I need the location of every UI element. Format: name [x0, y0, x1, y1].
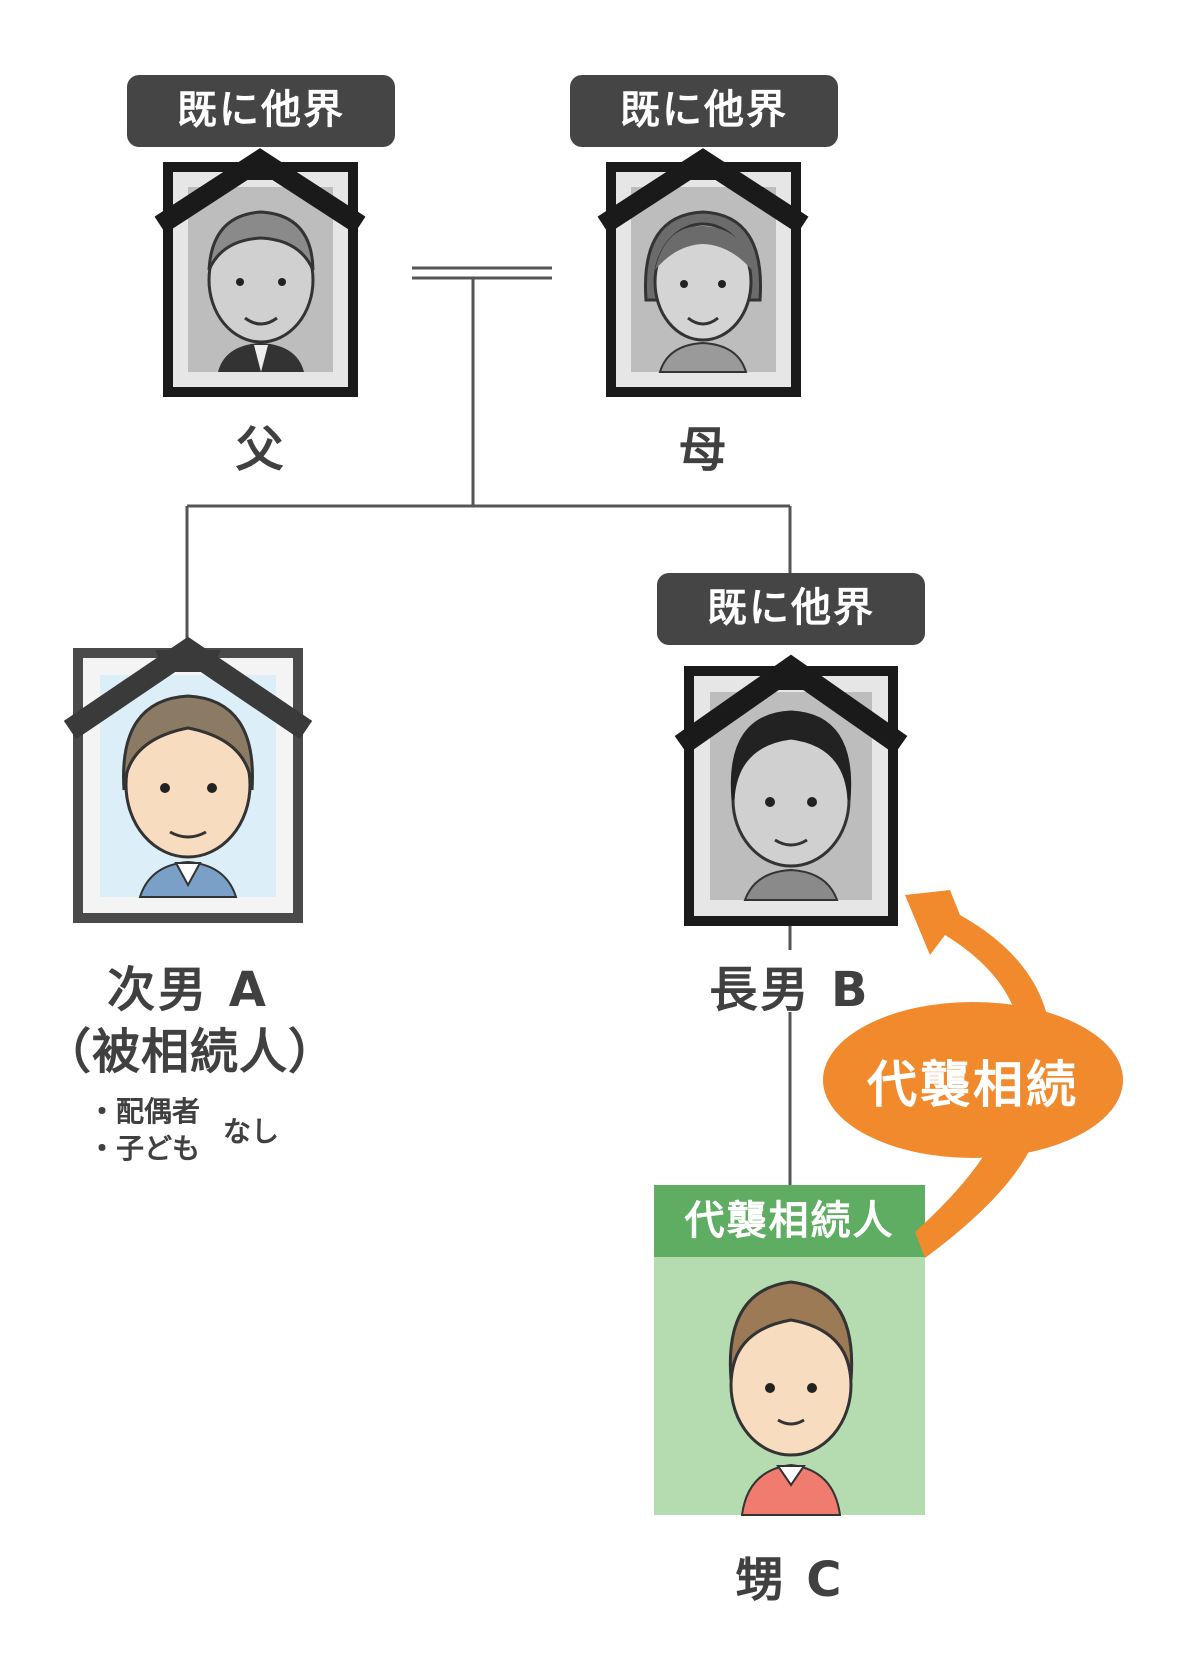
- marriage-line: [412, 266, 552, 280]
- mother-name-label: 母: [678, 422, 730, 478]
- mother-portrait-icon: [597, 148, 809, 397]
- nephew-name-label: 甥 C: [735, 1552, 845, 1608]
- second-son-portrait-icon: [63, 636, 313, 923]
- eldest-son-portrait-icon: [674, 654, 908, 926]
- eldest-son-status-badge: 既に他界: [657, 573, 925, 645]
- father-name-label: 父: [235, 422, 287, 478]
- nephew-panel: [654, 1185, 925, 1516]
- father-status-badge: 既に他界: [127, 75, 395, 147]
- note-none: なし: [223, 1115, 280, 1148]
- succession-arrow-icon: [823, 890, 1123, 1258]
- mother-status-badge: 既に他界: [570, 75, 838, 147]
- second-son-role-label: （被相続人）: [43, 1024, 338, 1080]
- note-children: ・子ども: [88, 1132, 201, 1165]
- tree-connector-lines: [185, 278, 792, 1185]
- eldest-son-name-label: 長男 B: [709, 962, 871, 1018]
- father-portrait-icon: [154, 148, 366, 397]
- note-spouse: ・配偶者: [88, 1095, 201, 1128]
- succession-arrow-label: 代襲相続: [867, 1056, 1079, 1114]
- second-son-name-label: 次男 A: [107, 962, 269, 1018]
- nephew-badge: 代襲相続人: [684, 1198, 895, 1244]
